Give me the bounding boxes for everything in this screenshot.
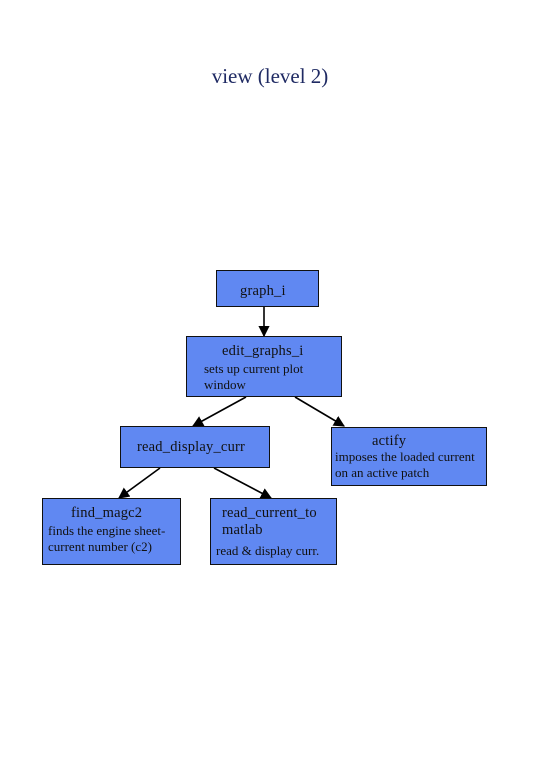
- node-edit-graphs-i-label: edit_graphs_i: [222, 343, 304, 359]
- node-read-display-curr-label: read_display_curr: [137, 439, 246, 455]
- node-find-magc2-description: finds the engine sheet-current number (c…: [48, 523, 166, 554]
- node-read-display-curr[interactable]: read_display_curr: [120, 426, 270, 468]
- node-edit-graphs-i-description: sets up current plot window: [204, 361, 304, 392]
- node-read-current-to-matlab[interactable]: read_current_to matlab read & display cu…: [210, 498, 337, 565]
- node-read-current-to-matlab-label: read_current_to matlab: [222, 505, 317, 538]
- arrow-read-display-to-find-magc2: [118, 467, 161, 499]
- node-actify[interactable]: actify imposes the loaded current on an …: [331, 427, 487, 486]
- arrow-read-display-to-read-current: [213, 467, 272, 499]
- page-title: view (level 2): [211, 64, 329, 88]
- node-edit-graphs-i[interactable]: edit_graphs_i sets up current plot windo…: [186, 336, 342, 397]
- node-find-magc2-label: find_magc2: [71, 505, 143, 521]
- node-read-current-to-matlab-description: read & display curr.: [216, 543, 320, 558]
- node-graph-i[interactable]: graph_i: [216, 270, 319, 307]
- node-find-magc2[interactable]: find_magc2 finds the engine sheet-curren…: [42, 498, 181, 565]
- arrow-edit-to-read-display: [192, 396, 247, 427]
- node-actify-label: actify: [372, 433, 407, 449]
- node-actify-description: imposes the loaded current on an active …: [335, 449, 475, 480]
- arrow-edit-to-actify: [294, 396, 345, 427]
- node-graph-i-label: graph_i: [240, 283, 286, 299]
